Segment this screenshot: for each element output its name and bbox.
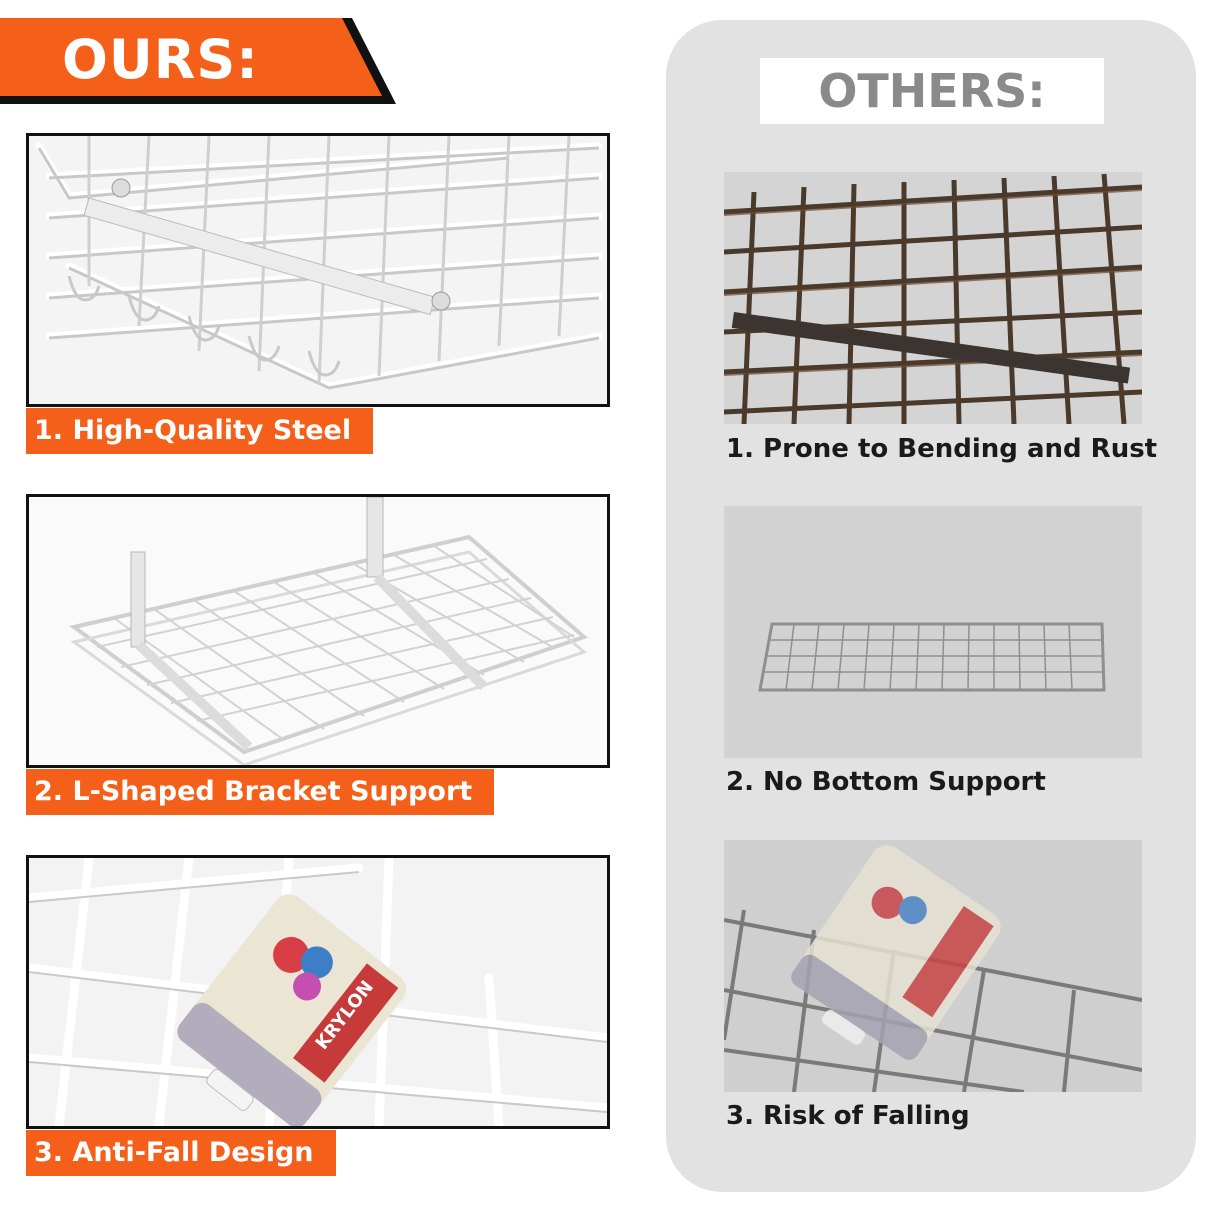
others-photo-nosupport	[724, 506, 1142, 758]
others-photo-rust	[724, 172, 1142, 424]
ours-photo-steel	[26, 133, 610, 407]
ours-photo-bracket	[26, 494, 610, 768]
ours-label-3: 3. Anti-Fall Design	[26, 1130, 336, 1176]
ours-label-1: 1. High-Quality Steel	[26, 408, 374, 454]
others-photo-falling	[724, 840, 1142, 1092]
ours-title: OURS:	[62, 28, 259, 91]
others-label-2: 2. No Bottom Support	[726, 767, 1046, 797]
ours-label-2: 2. L-Shaped Bracket Support	[26, 769, 495, 815]
ours-banner	[0, 18, 400, 106]
others-label-1: 1. Prone to Bending and Rust	[726, 434, 1158, 464]
others-title: OTHERS:	[760, 58, 1104, 124]
ours-photo-antifall: KRYLON	[26, 855, 610, 1129]
others-label-3: 3. Risk of Falling	[726, 1101, 970, 1131]
